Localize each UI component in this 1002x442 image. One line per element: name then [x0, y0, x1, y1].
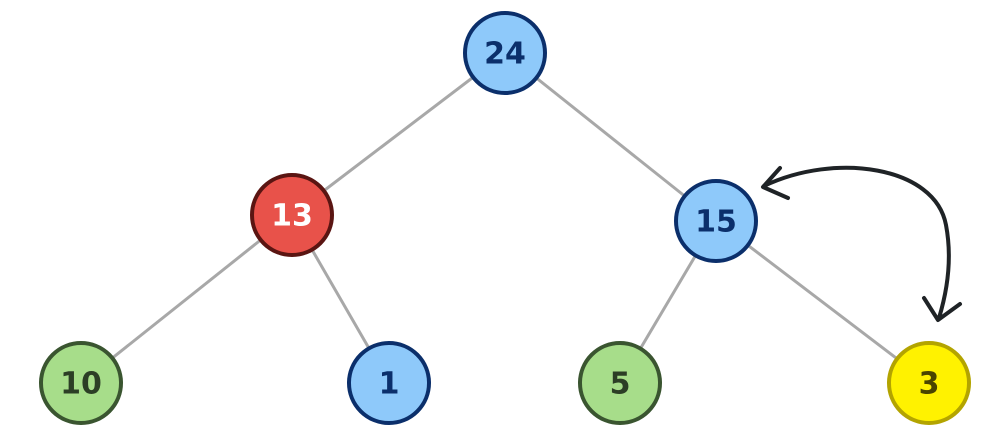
tree-node-15: 15 [674, 179, 758, 263]
swap-arrowhead-top [761, 166, 790, 200]
swap-arrow-curve [762, 165, 951, 320]
swap-arrow-layer [761, 165, 962, 322]
node-label: 24 [484, 37, 526, 72]
node-circle [250, 173, 334, 257]
swap-arrow [761, 165, 962, 322]
edge-n24-n13 [291, 51, 506, 217]
node-label: 1 [379, 367, 400, 402]
node-label: 15 [695, 205, 737, 240]
node-circle [674, 179, 758, 263]
tree-node-13: 13 [250, 173, 334, 257]
edge-n24-n15 [504, 51, 717, 223]
tree-node-5: 5 [578, 341, 662, 425]
edge-n13-n10 [80, 213, 293, 385]
node-label: 3 [919, 367, 940, 402]
node-circle [39, 341, 123, 425]
node-circle [463, 11, 547, 95]
node-label: 10 [60, 367, 102, 402]
node-label: 13 [271, 199, 313, 234]
tree-node-3: 3 [887, 341, 971, 425]
edge-n15-n3 [715, 219, 930, 385]
node-circle [887, 341, 971, 425]
tree-node-1: 1 [347, 341, 431, 425]
tree-node-24: 24 [463, 11, 547, 95]
swap-arrowhead-bottom [922, 296, 962, 322]
node-circle [347, 341, 431, 425]
tree-node-10: 10 [39, 341, 123, 425]
node-label: 5 [610, 367, 631, 402]
node-circle [578, 341, 662, 425]
edges-layer [80, 51, 930, 385]
